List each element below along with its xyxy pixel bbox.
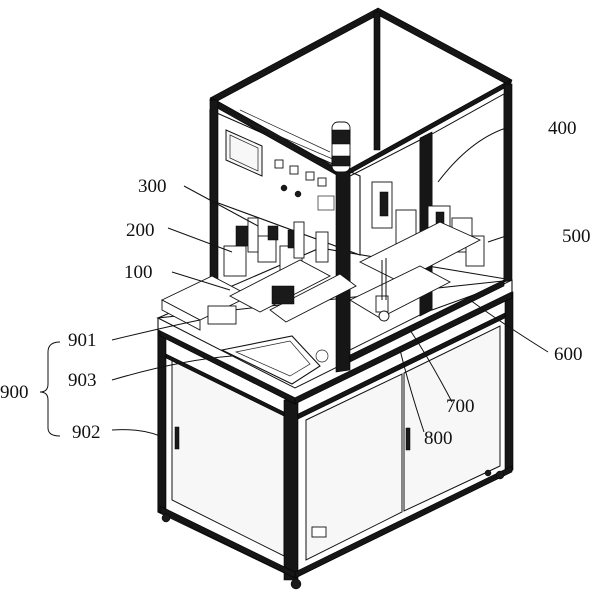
door-handle-left bbox=[174, 426, 180, 450]
label-902: 902 bbox=[72, 422, 101, 443]
label-500: 500 bbox=[562, 226, 591, 247]
label-600: 600 bbox=[554, 344, 583, 365]
label-200: 200 bbox=[126, 220, 155, 241]
label-901: 901 bbox=[68, 330, 97, 351]
upper-enclosure bbox=[208, 7, 513, 373]
label-400: 400 bbox=[548, 118, 577, 139]
lower-cabinet bbox=[157, 289, 514, 590]
label-100: 100 bbox=[124, 262, 153, 283]
door-handle-right-a bbox=[405, 427, 411, 451]
caster-wheel-left bbox=[161, 513, 171, 523]
label-300: 300 bbox=[138, 176, 167, 197]
caster-wheel-front bbox=[290, 578, 302, 590]
caster-wheel-right bbox=[495, 470, 505, 480]
control-screen bbox=[225, 129, 263, 177]
label-800: 800 bbox=[424, 428, 453, 449]
leader-lines bbox=[39, 127, 549, 437]
label-700: 700 bbox=[446, 396, 475, 417]
control-knob bbox=[280, 184, 288, 192]
label-903: 903 bbox=[68, 370, 97, 391]
label-900: 900 bbox=[0, 382, 29, 403]
mechanism-cluster bbox=[160, 181, 485, 331]
part-labels: 100 200 300 400 500 600 700 800 900 901 … bbox=[0, 118, 591, 449]
